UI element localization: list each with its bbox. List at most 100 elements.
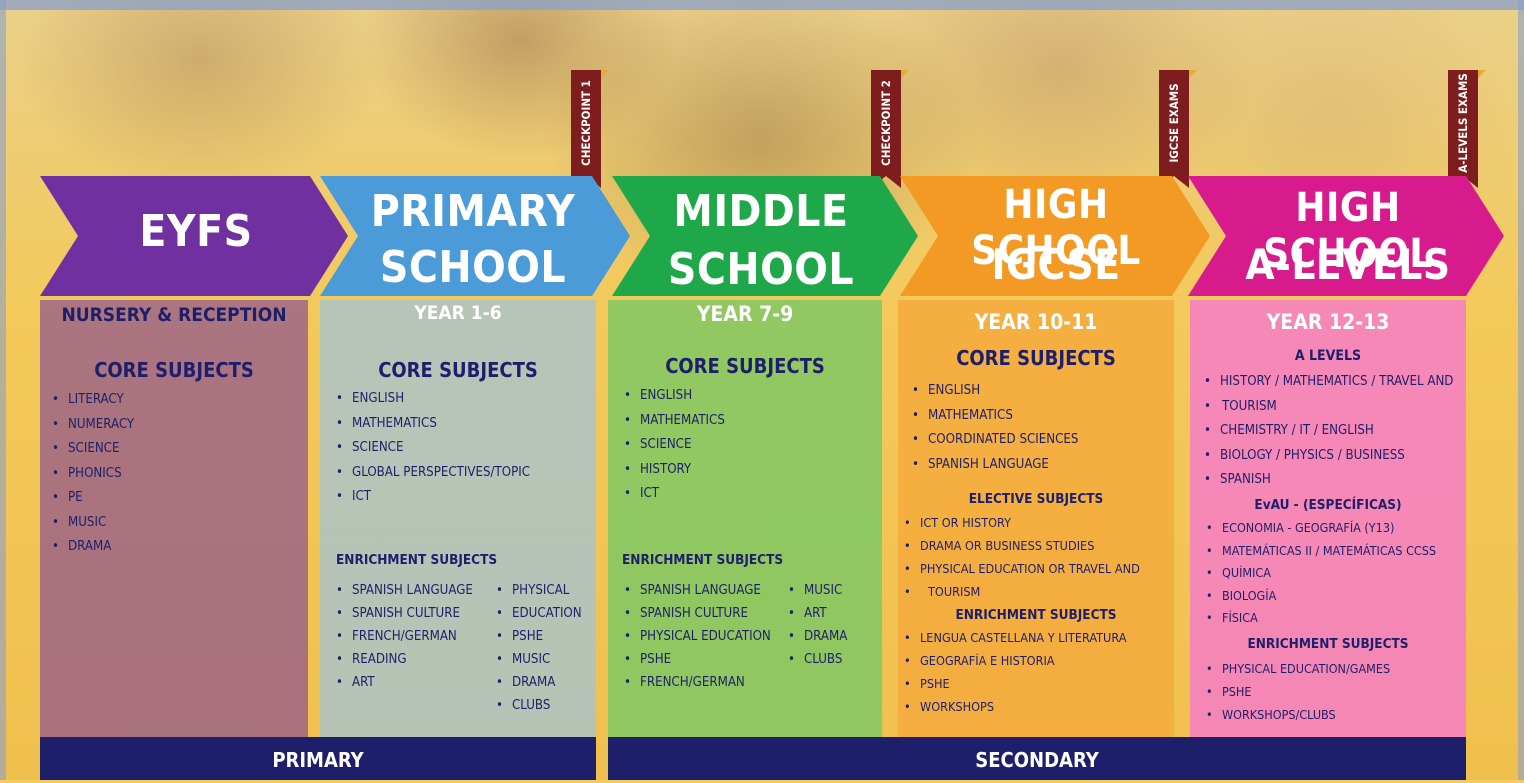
list-item: BIOLOGY / PHYSICS / BUSINESS xyxy=(1202,444,1453,469)
list-item: SCIENCE xyxy=(334,436,530,461)
igcse-arrow-shape xyxy=(900,176,1210,296)
eyfs-label: NURSERY & RECEPTION xyxy=(61,304,287,326)
list-item: MATHEMATICS xyxy=(622,409,725,434)
list-item: DRAMA xyxy=(494,671,582,694)
alevels-core-list: HISTORY / MATHEMATICS / TRAVEL AND TOURI… xyxy=(1202,370,1453,493)
list-item: GEOGRAFÍA E HISTORIA xyxy=(902,649,1126,672)
primary-enrichment-right: PHYSICAL EDUCATION PSHE MUSIC DRAMA CLUB… xyxy=(494,579,582,717)
list-item: BIOLOGÍA xyxy=(1204,585,1436,608)
primary-core-list: ENGLISH MATHEMATICS SCIENCE GLOBAL PERSP… xyxy=(334,387,530,510)
list-item: HISTORY xyxy=(622,458,725,483)
list-item: ART xyxy=(334,671,473,694)
middle-arrow: MIDDLE SCHOOL xyxy=(636,176,886,304)
list-item: PHYSICAL EDUCATION/GAMES xyxy=(1204,657,1390,680)
list-item: MUSIC xyxy=(50,511,134,536)
secondary-footer: SECONDARY xyxy=(608,737,1466,780)
list-item: READING xyxy=(334,648,473,671)
list-item: MATHEMATICS xyxy=(910,404,1078,429)
left-frame xyxy=(0,0,6,780)
primary-column: YEAR 1-6 CORE SUBJECTS ENGLISH MATHEMATI… xyxy=(320,300,596,737)
primary-core-title: CORE SUBJECTS xyxy=(378,358,538,382)
list-item: PHYSICAL EDUCATION OR TRAVEL AND xyxy=(902,557,1140,580)
list-item: ENGLISH xyxy=(622,384,725,409)
igcse-label: YEAR 10-11 xyxy=(974,310,1098,334)
list-item: PHONICS xyxy=(50,462,134,487)
list-item: MUSIC xyxy=(494,648,582,671)
list-item-continuation: TOURISM xyxy=(1202,395,1453,420)
igcse-core-title: CORE SUBJECTS xyxy=(956,346,1116,370)
list-item: SPANISH xyxy=(1202,468,1453,493)
alevels-column: YEAR 12-13 A LEVELS HISTORY / MATHEMATIC… xyxy=(1190,300,1466,737)
eyfs-arrow: EYFS xyxy=(70,176,322,304)
primary-title-line-2: SCHOOL xyxy=(379,242,567,293)
igcse-column: YEAR 10-11 CORE SUBJECTS ENGLISH MATHEMA… xyxy=(898,300,1174,737)
list-item: FÍSICA xyxy=(1204,607,1436,630)
list-item: LENGUA CASTELLANA Y LITERATURA xyxy=(902,626,1126,649)
list-item: HISTORY / MATHEMATICS / TRAVEL AND xyxy=(1202,370,1453,395)
alevels-arrow: HIGH SCHOOL A-LEVELS xyxy=(1208,176,1488,304)
primary-footer: PRIMARY xyxy=(40,737,596,780)
a-levels-exams-flag: A-LEVELS EXAMS xyxy=(1448,70,1486,188)
list-item-continuation: TOURISM xyxy=(902,580,1140,603)
eyfs-column: NURSERY & RECEPTION CORE SUBJECTS LITERA… xyxy=(40,300,308,737)
list-item-continuation: EDUCATION xyxy=(512,606,582,621)
top-frame xyxy=(0,0,1524,10)
middle-enrichment-title: ENRICHMENT SUBJECTS xyxy=(622,552,784,568)
igcse-elective-list: ICT OR HISTORY DRAMA OR BUSINESS STUDIES… xyxy=(902,511,1140,603)
list-item: CLUBS xyxy=(786,648,847,671)
middle-enrichment-left: SPANISH LANGUAGE SPANISH CULTURE PHYSICA… xyxy=(622,579,771,694)
list-item: ICT xyxy=(622,482,725,507)
middle-title-line-1: MIDDLE xyxy=(673,186,849,237)
list-item: QUÍMICA xyxy=(1204,562,1436,585)
eyfs-title: EYFS xyxy=(139,206,253,257)
middle-core-list: ENGLISH MATHEMATICS SCIENCE HISTORY ICT xyxy=(622,384,725,507)
list-item: MATEMÁTICAS II / MATEMÁTICAS CCSS xyxy=(1204,540,1436,563)
checkpoint-2-flag: CHECKPOINT 2 xyxy=(871,70,909,188)
igcse-title-line-1: HIGH SCHOOL xyxy=(971,182,1141,274)
list-item: CLUBS xyxy=(494,694,582,717)
list-item: PSHE xyxy=(902,672,1126,695)
list-item: WORKSHOPS/CLUBS xyxy=(1204,703,1390,726)
list-item: ENGLISH xyxy=(910,379,1078,404)
alevels-title-line-2: A-LEVELS xyxy=(1245,240,1451,289)
primary-title-line-1: PRIMARY xyxy=(370,186,576,237)
list-item: SPANISH CULTURE xyxy=(622,602,771,625)
list-item: PE xyxy=(50,486,134,511)
list-item: EDUCATION xyxy=(494,602,582,625)
list-item: SPANISH LANGUAGE xyxy=(334,579,473,602)
middle-column: YEAR 7-9 CORE SUBJECTS ENGLISH MATHEMATI… xyxy=(608,300,882,737)
alevels-title-line-1: HIGH SCHOOL xyxy=(1263,185,1433,277)
alevels-core-title: A LEVELS xyxy=(1294,348,1362,364)
eyfs-core-title: CORE SUBJECTS xyxy=(94,358,254,382)
list-item: WORKSHOPS xyxy=(902,695,1126,718)
checkpoint-1-flag: CHECKPOINT 1 xyxy=(571,70,609,188)
igcse-core-list: ENGLISH MATHEMATICS COORDINATED SCIENCES… xyxy=(910,379,1078,477)
middle-enrichment-right: MUSIC ART DRAMA CLUBS xyxy=(786,579,847,671)
alevels-evau-list: ECONOMIA - GEOGRAFÍA (Y13) MATEMÁTICAS I… xyxy=(1204,517,1436,630)
list-item: NUMERACY xyxy=(50,413,134,438)
list-item: ECONOMIA - GEOGRAFÍA (Y13) xyxy=(1204,517,1436,540)
right-frame xyxy=(1518,0,1524,780)
igcse-title-line-2: IGCSE xyxy=(991,240,1121,289)
igcse-enrichment-list: LENGUA CASTELLANA Y LITERATURA GEOGRAFÍA… xyxy=(902,626,1126,718)
eyfs-core-list: LITERACY NUMERACY SCIENCE PHONICS PE MUS… xyxy=(50,388,134,560)
alevels-enrichment-list: PHYSICAL EDUCATION/GAMES PSHE WORKSHOPS/… xyxy=(1204,657,1390,726)
list-item: GLOBAL PERSPECTIVES/TOPIC xyxy=(334,461,530,486)
list-item: FRENCH/GERMAN xyxy=(622,671,771,694)
list-item: COORDINATED SCIENCES xyxy=(910,428,1078,453)
list-item: SPANISH LANGUAGE xyxy=(622,579,771,602)
igcse-enrichment-title: ENRICHMENT SUBJECTS xyxy=(955,607,1117,623)
middle-label: YEAR 7-9 xyxy=(696,302,794,326)
primary-arrow: PRIMARY SCHOOL xyxy=(348,176,598,304)
list-item: ENGLISH xyxy=(334,387,530,412)
eyfs-arrow-shape xyxy=(40,176,348,296)
igcse-exams-flag: IGCSE EXAMS xyxy=(1159,70,1197,188)
stage-arrows xyxy=(40,176,1504,296)
primary-enrichment-title: ENRICHMENT SUBJECTS xyxy=(336,552,498,568)
middle-title-line-2: SCHOOL xyxy=(667,244,855,295)
middle-core-title: CORE SUBJECTS xyxy=(665,354,825,378)
list-item: FRENCH/GERMAN xyxy=(334,625,473,648)
list-item: MUSIC xyxy=(786,579,847,602)
list-item: SPANISH CULTURE xyxy=(334,602,473,625)
alevels-evau-title: EvAU - (ESPECÍFICAS) xyxy=(1254,497,1402,513)
